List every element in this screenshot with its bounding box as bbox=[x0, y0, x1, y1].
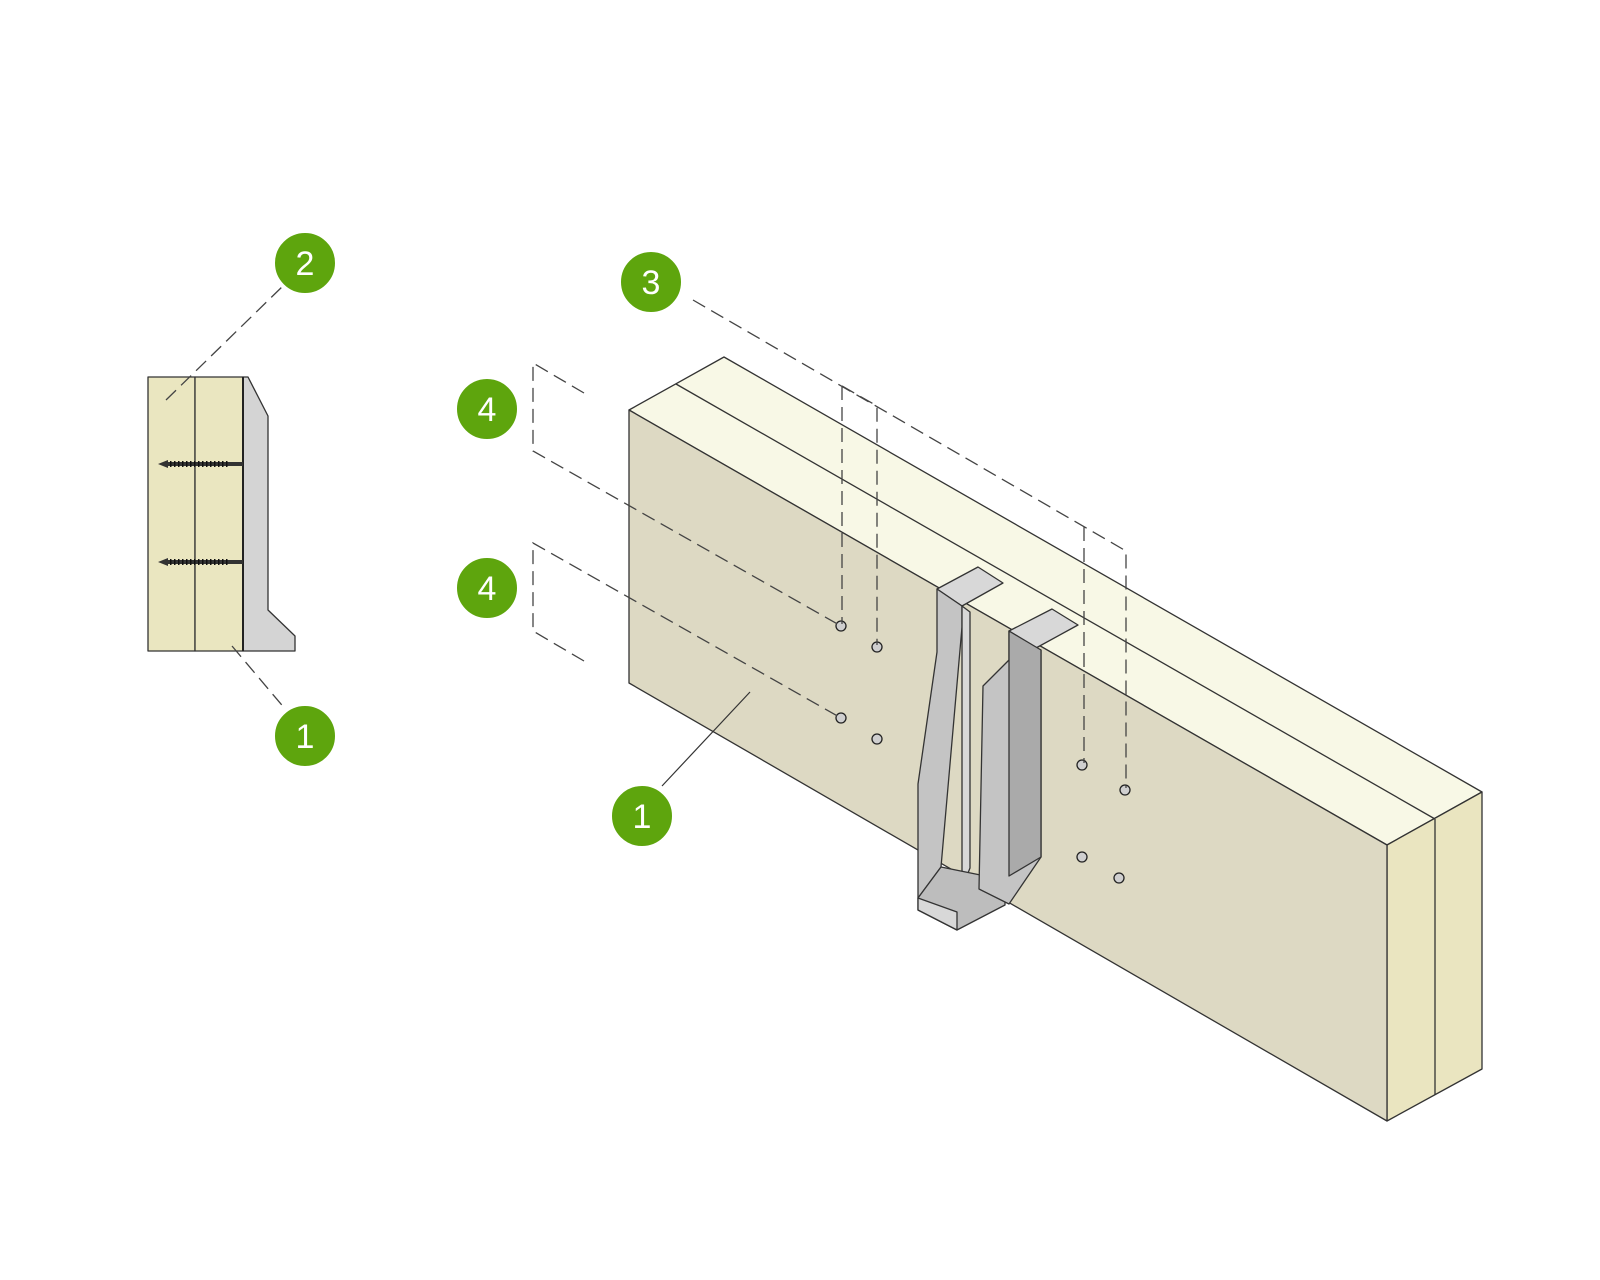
callout-label: 2 bbox=[296, 245, 315, 283]
leader-3 bbox=[692, 299, 1127, 788]
callout-label: 4 bbox=[478, 570, 497, 608]
beam-ply-joint-top bbox=[675, 383, 1436, 820]
section-timber-ply-right bbox=[194, 376, 244, 652]
leader-section-2 bbox=[165, 282, 287, 401]
leader-section-1 bbox=[231, 645, 287, 711]
fixing-holes bbox=[835, 620, 1131, 884]
callout-iso-3: 3 bbox=[619, 250, 683, 314]
screw-upper bbox=[158, 460, 243, 468]
hanger-seat-front bbox=[917, 897, 958, 931]
hanger-left-strap-face bbox=[961, 605, 971, 889]
joist-hanger bbox=[917, 566, 1079, 931]
hole bbox=[835, 620, 847, 632]
beam-isometric bbox=[628, 356, 1483, 1122]
section-timber-ply-left bbox=[147, 376, 196, 652]
hole bbox=[1119, 784, 1131, 796]
hole bbox=[1076, 759, 1088, 771]
callout-label: 3 bbox=[642, 264, 661, 302]
section-hanger-profile bbox=[242, 376, 296, 652]
callout-section-2: 2 bbox=[273, 231, 337, 295]
hole bbox=[1076, 851, 1088, 863]
iso-leaders bbox=[532, 299, 1127, 788]
leader-4-lower bbox=[532, 541, 842, 719]
hole bbox=[871, 733, 883, 745]
leader-4-upper bbox=[532, 361, 842, 627]
callout-section-1: 1 bbox=[273, 704, 337, 768]
callout-label: 1 bbox=[296, 718, 315, 756]
callout-iso-1: 1 bbox=[610, 784, 674, 848]
leader-1-iso bbox=[661, 691, 751, 787]
hole bbox=[835, 712, 847, 724]
callout-label: 4 bbox=[478, 391, 497, 429]
callout-label: 1 bbox=[633, 798, 652, 836]
callout-iso-4-lower: 4 bbox=[455, 556, 519, 620]
hole bbox=[1113, 872, 1125, 884]
callout-iso-4-upper: 4 bbox=[455, 377, 519, 441]
screw-lower bbox=[158, 558, 243, 566]
section-view bbox=[147, 282, 296, 711]
hanger-right-strap-side bbox=[1008, 630, 1042, 877]
